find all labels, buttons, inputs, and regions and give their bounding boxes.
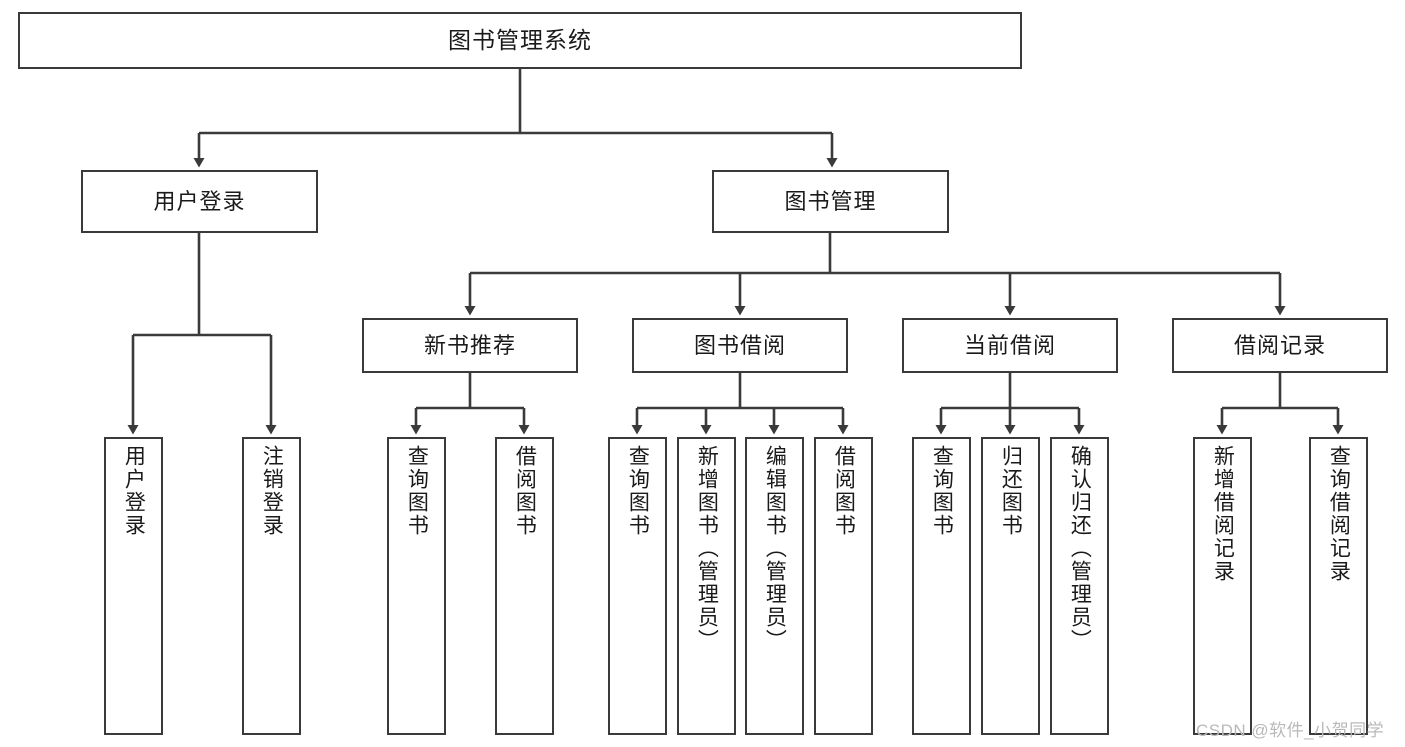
node-borrow-record[interactable]: 借阅记录 xyxy=(1172,318,1388,373)
node-new-book-recommend[interactable]: 新书推荐 xyxy=(362,318,578,373)
node-leaf-confirm-return[interactable]: 确认归还（管理员） xyxy=(1050,437,1109,735)
node-leaf-confirm-return-label: 确认归还（管理员） xyxy=(1068,445,1092,652)
node-leaf-user-login-label: 用户登录 xyxy=(122,445,146,537)
node-current-borrow-label: 当前借阅 xyxy=(963,332,1056,358)
node-leaf-query-book-3[interactable]: 查询图书 xyxy=(912,437,971,735)
node-leaf-edit-book[interactable]: 编辑图书（管理员） xyxy=(745,437,804,735)
node-current-borrow[interactable]: 当前借阅 xyxy=(902,318,1118,373)
node-leaf-query-book-2[interactable]: 查询图书 xyxy=(608,437,667,735)
node-root-system-label: 图书管理系统 xyxy=(448,27,592,54)
node-leaf-query-record[interactable]: 查询借阅记录 xyxy=(1309,437,1368,735)
node-book-manage-label: 图书管理 xyxy=(784,188,877,214)
node-leaf-return-book[interactable]: 归还图书 xyxy=(981,437,1040,735)
node-book-borrow[interactable]: 图书借阅 xyxy=(632,318,848,373)
node-leaf-add-record[interactable]: 新增借阅记录 xyxy=(1193,437,1252,735)
node-leaf-add-book[interactable]: 新增图书（管理员） xyxy=(677,437,736,735)
node-leaf-edit-book-label: 编辑图书（管理员） xyxy=(763,445,787,652)
node-leaf-return-book-label: 归还图书 xyxy=(999,445,1023,537)
node-leaf-query-book-1[interactable]: 查询图书 xyxy=(387,437,446,735)
node-borrow-record-label: 借阅记录 xyxy=(1233,332,1326,358)
node-leaf-user-logout-label: 注销登录 xyxy=(260,445,284,537)
node-leaf-borrow-book-2[interactable]: 借阅图书 xyxy=(814,437,873,735)
node-leaf-borrow-book-2-label: 借阅图书 xyxy=(832,445,856,537)
node-leaf-borrow-book-1[interactable]: 借阅图书 xyxy=(495,437,554,735)
node-book-manage[interactable]: 图书管理 xyxy=(712,170,949,233)
node-leaf-user-logout[interactable]: 注销登录 xyxy=(242,437,301,735)
node-root-system[interactable]: 图书管理系统 xyxy=(18,12,1022,69)
node-leaf-query-book-1-label: 查询图书 xyxy=(405,445,429,537)
node-user-login-label: 用户登录 xyxy=(153,188,246,214)
csdn-watermark: CSDN @软件_小贺同学 xyxy=(1196,721,1385,740)
node-new-book-recommend-label: 新书推荐 xyxy=(423,332,516,358)
node-book-borrow-label: 图书借阅 xyxy=(693,332,786,358)
node-user-login[interactable]: 用户登录 xyxy=(81,170,318,233)
node-leaf-add-book-label: 新增图书（管理员） xyxy=(695,445,719,652)
node-leaf-query-book-3-label: 查询图书 xyxy=(930,445,954,537)
node-leaf-add-record-label: 新增借阅记录 xyxy=(1211,445,1235,583)
node-leaf-query-book-2-label: 查询图书 xyxy=(626,445,650,537)
node-leaf-user-login[interactable]: 用户登录 xyxy=(104,437,163,735)
node-leaf-query-record-label: 查询借阅记录 xyxy=(1327,445,1351,583)
node-leaf-borrow-book-1-label: 借阅图书 xyxy=(513,445,537,537)
